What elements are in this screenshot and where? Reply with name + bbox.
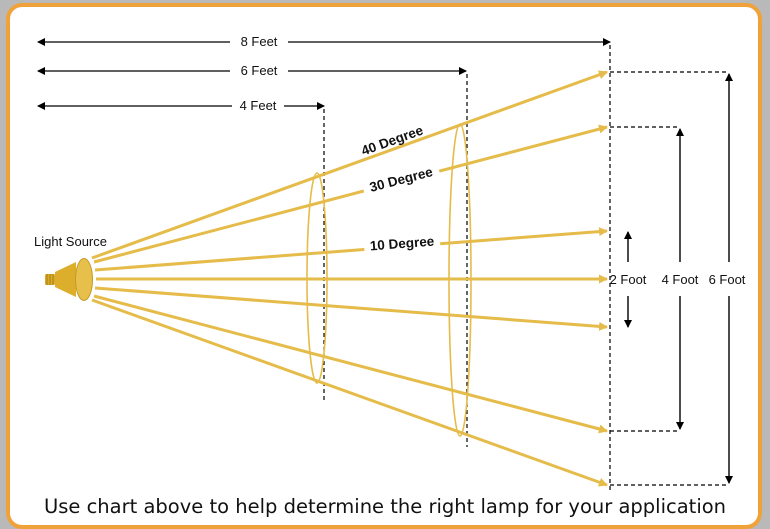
beam-40-label-bg bbox=[350, 119, 434, 161]
spot-size-arrows bbox=[624, 73, 733, 484]
beam-10-label: 10 Degree bbox=[369, 234, 435, 254]
distance-8ft-label: 8 Feet bbox=[241, 34, 278, 49]
beam-10-lower bbox=[94, 286, 608, 331]
distance-markers bbox=[323, 45, 611, 492]
beam-30-label: 30 Degree bbox=[368, 164, 435, 195]
beam-30-upper bbox=[93, 124, 608, 264]
beam-10-upper bbox=[94, 227, 608, 272]
beam-40-upper bbox=[91, 70, 608, 260]
spot-4ft-label: 4 Foot bbox=[662, 272, 699, 287]
beam-30-lower bbox=[93, 294, 608, 434]
spot-guides bbox=[610, 71, 728, 486]
spot-2ft-label: 2 Foot bbox=[610, 272, 647, 287]
distance-4ft-label: 4 Feet bbox=[240, 98, 277, 113]
beam-30-label-bg bbox=[361, 162, 441, 196]
light-source-label: Light Source bbox=[34, 234, 107, 249]
distance-lines bbox=[37, 38, 611, 110]
spot-6ft-label: 6 Foot bbox=[709, 272, 746, 287]
beam-40-lower bbox=[91, 298, 608, 487]
caption-text: Use chart above to help determine the ri… bbox=[43, 495, 727, 518]
lamp-icon bbox=[45, 258, 93, 301]
distance-6ft-label: 6 Feet bbox=[241, 63, 278, 78]
beam-10-label-bg bbox=[363, 233, 441, 253]
light-beams bbox=[91, 70, 608, 487]
